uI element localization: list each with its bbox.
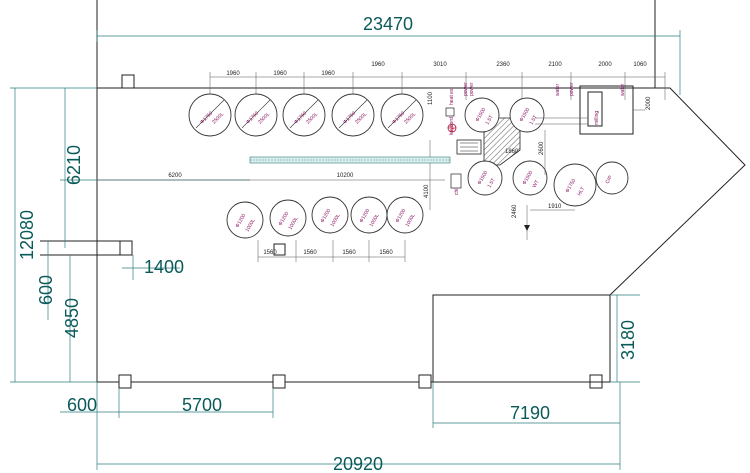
dimension-bottom-sub: 600 5700 7190 — [60, 382, 620, 428]
water-label: water — [620, 83, 626, 96]
dim-bottom-mid: 5700 — [182, 395, 222, 415]
upper-tank: Φ1750 2500L — [331, 93, 375, 137]
dim-10200: 10200 — [337, 173, 354, 179]
dim-room-height: 3180 — [618, 320, 638, 360]
dim-2000-right: 2000 — [646, 96, 652, 110]
water-label-2: water — [555, 83, 561, 96]
top-spacing-9: 1060 — [633, 62, 647, 68]
lower-tanks: Φ1200 1000L Φ1200 1000L Φ1200 1000L Φ120… — [226, 196, 424, 239]
dim-bottom-width: 20920 — [333, 454, 383, 473]
power-label-3: power — [463, 82, 469, 96]
upper-tank: Φ1750 2500L — [234, 93, 278, 137]
dim-1100: 1100 — [428, 91, 434, 105]
storage-room — [432, 294, 611, 383]
lower-tank: Φ1200 1000L — [386, 196, 424, 234]
bottom-spacing-3: 1560 — [342, 250, 356, 256]
dim-left-height: 12080 — [17, 210, 37, 260]
cip-label: CIP — [605, 174, 615, 185]
bottom-spacing-2: 1560 — [303, 250, 317, 256]
dim-bottom-left: 600 — [67, 395, 97, 415]
upper-tanks: Φ1750 2500L Φ1750 2500L Φ1750 2500L Φ175… — [188, 93, 424, 137]
platform-dim: 1860 — [505, 149, 519, 155]
dim-6200: 6200 — [168, 173, 182, 179]
top-spacing-7: 2100 — [548, 62, 562, 68]
piping-band — [249, 156, 451, 164]
dim-left-small: 600 — [36, 275, 56, 305]
milling-label: milling — [594, 111, 600, 125]
hot-liquor-tank: Φ1750 HLT — [553, 163, 597, 207]
milling-area: milling water power water power power he… — [445, 82, 634, 195]
dim-left-mid: 4850 — [62, 298, 82, 338]
brewhouse-vessels: Φ1500 1.5T Φ1500 1.5T Φ1500 1.5T Φ1500 W… — [464, 97, 629, 207]
heat-ex-label: heat ex — [449, 88, 455, 105]
lauter-tun: Φ1500 1.5T — [509, 97, 545, 133]
lauter-volume: 1.5T — [529, 114, 539, 126]
upper-tank: Φ1750 2500L — [188, 93, 232, 137]
top-spacing-6: 2360 — [496, 62, 510, 68]
dim-top-width: 23470 — [363, 14, 413, 34]
top-spacing-4: 1960 — [371, 62, 385, 68]
dimension-bottom: 20920 — [96, 382, 621, 473]
whirlpool: Φ1500 WT — [512, 160, 548, 196]
power-label-2: power — [469, 82, 475, 96]
top-spacing-1: 1960 — [226, 71, 240, 77]
dim-4100: 4100 — [424, 184, 430, 198]
dim-2600: 2600 — [539, 141, 545, 155]
dim-left-upper: 6210 — [64, 145, 84, 185]
kettle: Φ1500 1.5T — [467, 160, 503, 196]
mash-tun: Φ1500 1.5T — [464, 97, 500, 133]
hlt-label: HLT — [577, 186, 587, 197]
power-label-1: power — [569, 82, 575, 96]
bottom-spacing-4: 1560 — [379, 250, 393, 256]
bottom-spacing-chain: 1560 1560 1560 1560 — [257, 240, 406, 262]
top-spacing-2: 1960 — [273, 71, 287, 77]
dim-room-width: 7190 — [510, 403, 550, 423]
kettle-volume: 1.5T — [487, 177, 497, 189]
mash-volume: 1.5T — [485, 114, 495, 126]
top-spacing-chain: 1960 1960 1960 1960 3010 2360 2100 2000 … — [209, 62, 666, 100]
dim-2460: 2460 — [512, 204, 518, 218]
whirlpool-label: WT — [532, 179, 541, 189]
lower-tank: Φ1200 1000L — [226, 201, 264, 239]
pipe-stub — [40, 240, 122, 256]
upper-tank: Φ1750 2500L — [282, 93, 326, 137]
top-spacing-8: 2000 — [598, 62, 612, 68]
lower-tank: Φ1200 1000L — [311, 196, 349, 234]
bottom-spacing-1: 1560 — [263, 250, 277, 256]
dimension-left: 12080 6210 600 4850 1400 — [10, 87, 250, 383]
mid-dimension-lines: 6200 10200 4100 1100 — [97, 91, 445, 210]
lower-tank: Φ1200 1000L — [350, 196, 388, 234]
brewhouse-dims: 2460 2600 1910 2000 — [512, 96, 652, 240]
building-walls — [96, 0, 746, 383]
columns — [118, 74, 603, 389]
dim-pipe-stub: 1400 — [144, 257, 184, 277]
upper-tank: Φ1750 2500L — [380, 93, 424, 137]
dimension-right: 3180 — [610, 294, 640, 383]
top-spacing-5: 3010 — [433, 62, 447, 68]
cip-tank: CIP — [595, 161, 629, 195]
top-spacing-3: 1960 — [321, 71, 335, 77]
lower-tank: Φ1200 1000L — [269, 199, 307, 237]
dimension-top: 23470 — [96, 14, 681, 95]
dim-1910: 1910 — [548, 204, 562, 210]
